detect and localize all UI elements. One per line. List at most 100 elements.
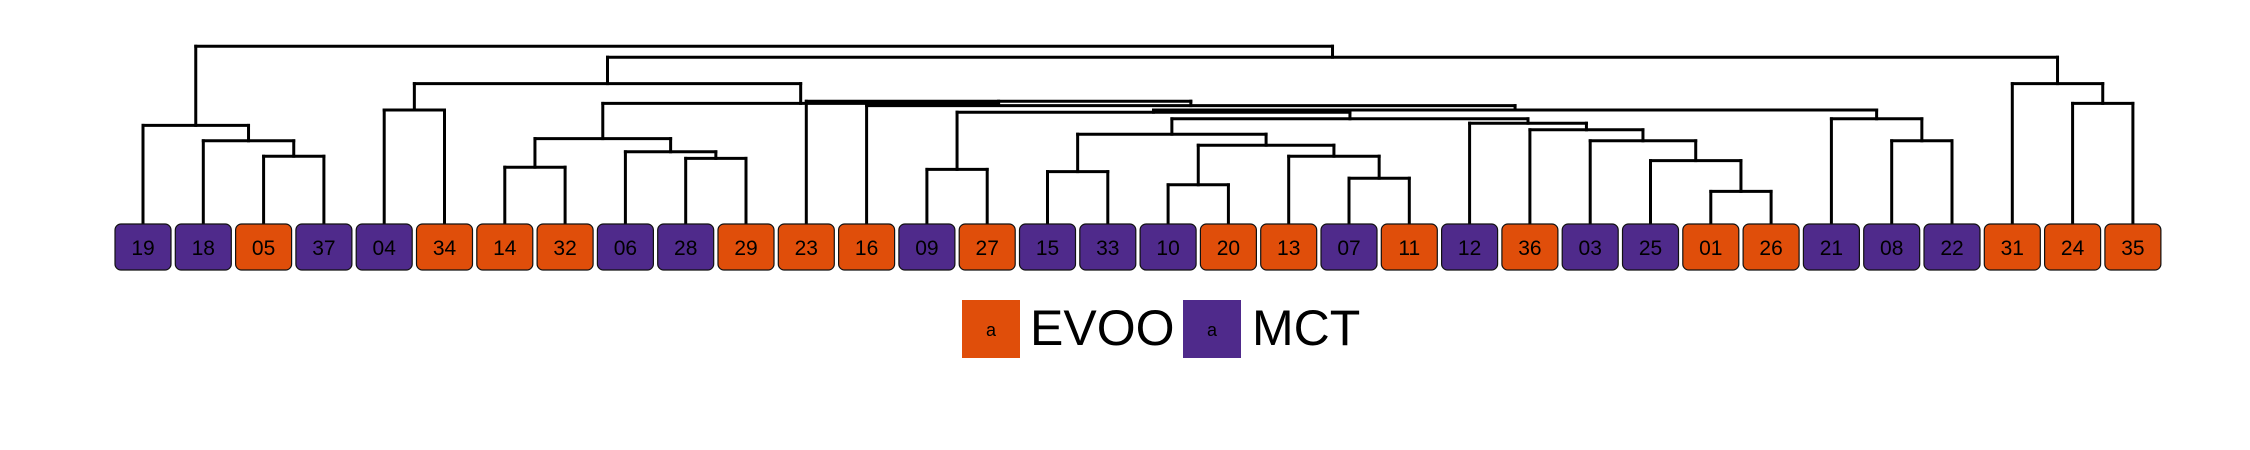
leaf-07: 07 [1320,223,1378,271]
leaf-tile-32 [536,223,594,271]
legend: a EVOO a MCT [962,300,1360,358]
leaf-11: 11 [1380,223,1438,271]
leaf-label-14: 14 [493,237,517,260]
leaf-label-21: 21 [1820,237,1843,260]
leaf-tile-24 [2043,223,2102,271]
leaf-label-33: 33 [1096,237,1119,260]
leaf-36: 36 [1501,223,1559,271]
leaf-tile-29 [717,223,775,271]
leaf-label-03: 03 [1579,237,1602,260]
leaf-tile-08 [1863,223,1921,271]
leaf-14: 14 [476,223,534,271]
leaf-label-05: 05 [252,237,275,260]
leaf-09: 09 [898,223,956,271]
leaf-35: 35 [2104,223,2162,271]
leaf-label-11: 11 [1398,237,1420,260]
leaf-13: 13 [1260,223,1318,271]
leaf-tile-23 [777,223,835,271]
leaf-33: 33 [1079,223,1137,271]
leaf-label-16: 16 [855,237,878,260]
leaf-tile-12 [1440,223,1499,271]
leaf-label-18: 18 [192,237,215,260]
leaf-label-35: 35 [2121,237,2144,260]
leaf-label-20: 20 [1217,237,1240,260]
legend-key-glyph-evoo: a [986,320,997,340]
leaf-tile-14 [476,223,534,271]
leaf-tile-19 [114,223,172,271]
leaf-tile-21 [1802,223,1861,271]
leaf-label-01: 01 [1699,237,1722,260]
leaf-label-28: 28 [674,237,697,260]
leaf-29: 29 [717,223,775,271]
leaf-tile-09 [898,223,956,271]
leaf-22: 22 [1923,223,1981,271]
leaf-tile-34 [415,223,474,271]
legend-item-evoo: a EVOO [962,300,1174,358]
leaf-label-37: 37 [312,237,335,260]
leaf-tile-10 [1139,223,1197,271]
leaf-tile-28 [657,223,715,271]
legend-swatch-mct [1183,300,1241,358]
leaf-label-25: 25 [1639,237,1662,260]
leaf-label-07: 07 [1337,237,1360,260]
legend-swatch-evoo [962,300,1020,358]
leaf-label-12: 12 [1458,237,1481,260]
leaf-03: 03 [1561,223,1619,271]
leaf-tile-01 [1682,223,1740,271]
leaf-tile-36 [1501,223,1559,271]
leaf-tile-16 [837,223,896,271]
leaf-tile-31 [1983,223,2041,271]
leaf-37: 37 [295,223,353,271]
leaf-34: 34 [415,223,474,271]
leaf-label-13: 13 [1277,237,1300,260]
leaf-label-23: 23 [795,237,818,260]
leaf-20: 20 [1199,223,1258,271]
leaf-label-04: 04 [373,237,397,260]
leaf-label-31: 31 [2001,237,2024,260]
leaf-28: 28 [657,223,715,271]
leaf-31: 31 [1983,223,2041,271]
leaf-label-27: 27 [976,237,999,260]
leaf-tile-05 [235,223,293,271]
leaf-21: 21 [1802,223,1861,271]
leaf-tile-26 [1742,223,1800,271]
leaf-label-36: 36 [1518,237,1541,260]
leaf-tile-20 [1199,223,1258,271]
leaf-01: 01 [1682,223,1740,271]
leaf-label-32: 32 [553,237,576,260]
leaf-label-09: 09 [915,237,938,260]
leaf-label-26: 26 [1759,237,1782,260]
legend-key-glyph-mct: a [1207,320,1218,340]
leaf-tile-03 [1561,223,1619,271]
leaf-23: 23 [777,223,835,271]
leaf-12: 12 [1440,223,1499,271]
leaf-27: 27 [958,223,1016,271]
leaf-tile-04 [355,223,413,271]
leaf-label-29: 29 [734,237,757,260]
leaf-label-06: 06 [614,237,637,260]
leaf-19: 19 [114,223,172,271]
dendrogram-tree [141,44,2135,226]
legend-item-mct: a MCT [1183,300,1360,358]
leaf-tile-15 [1018,223,1077,271]
leaf-label-08: 08 [1880,237,1903,260]
leaf-10: 10 [1139,223,1197,271]
leaf-tile-37 [295,223,353,271]
leaf-tile-11 [1380,223,1438,271]
leaf-tile-35 [2104,223,2162,271]
leaf-32: 32 [536,223,594,271]
leaf-tiles: 19 18 05 37 04 34 14 32 06 28 29 23 16 09 27 15 33 10 20 13… [114,223,2162,271]
leaf-06: 06 [596,223,655,271]
leaf-15: 15 [1018,223,1077,271]
leaf-label-22: 22 [1940,237,1963,260]
leaf-tile-07 [1320,223,1378,271]
leaf-18: 18 [174,223,232,271]
leaf-24: 24 [2043,223,2102,271]
legend-label-evoo: EVOO [1030,300,1174,356]
leaf-tile-22 [1923,223,1981,271]
leaf-25: 25 [1621,223,1680,271]
leaf-label-10: 10 [1156,237,1179,260]
leaf-tile-33 [1079,223,1137,271]
leaf-04: 04 [355,223,413,271]
leaf-26: 26 [1742,223,1800,271]
